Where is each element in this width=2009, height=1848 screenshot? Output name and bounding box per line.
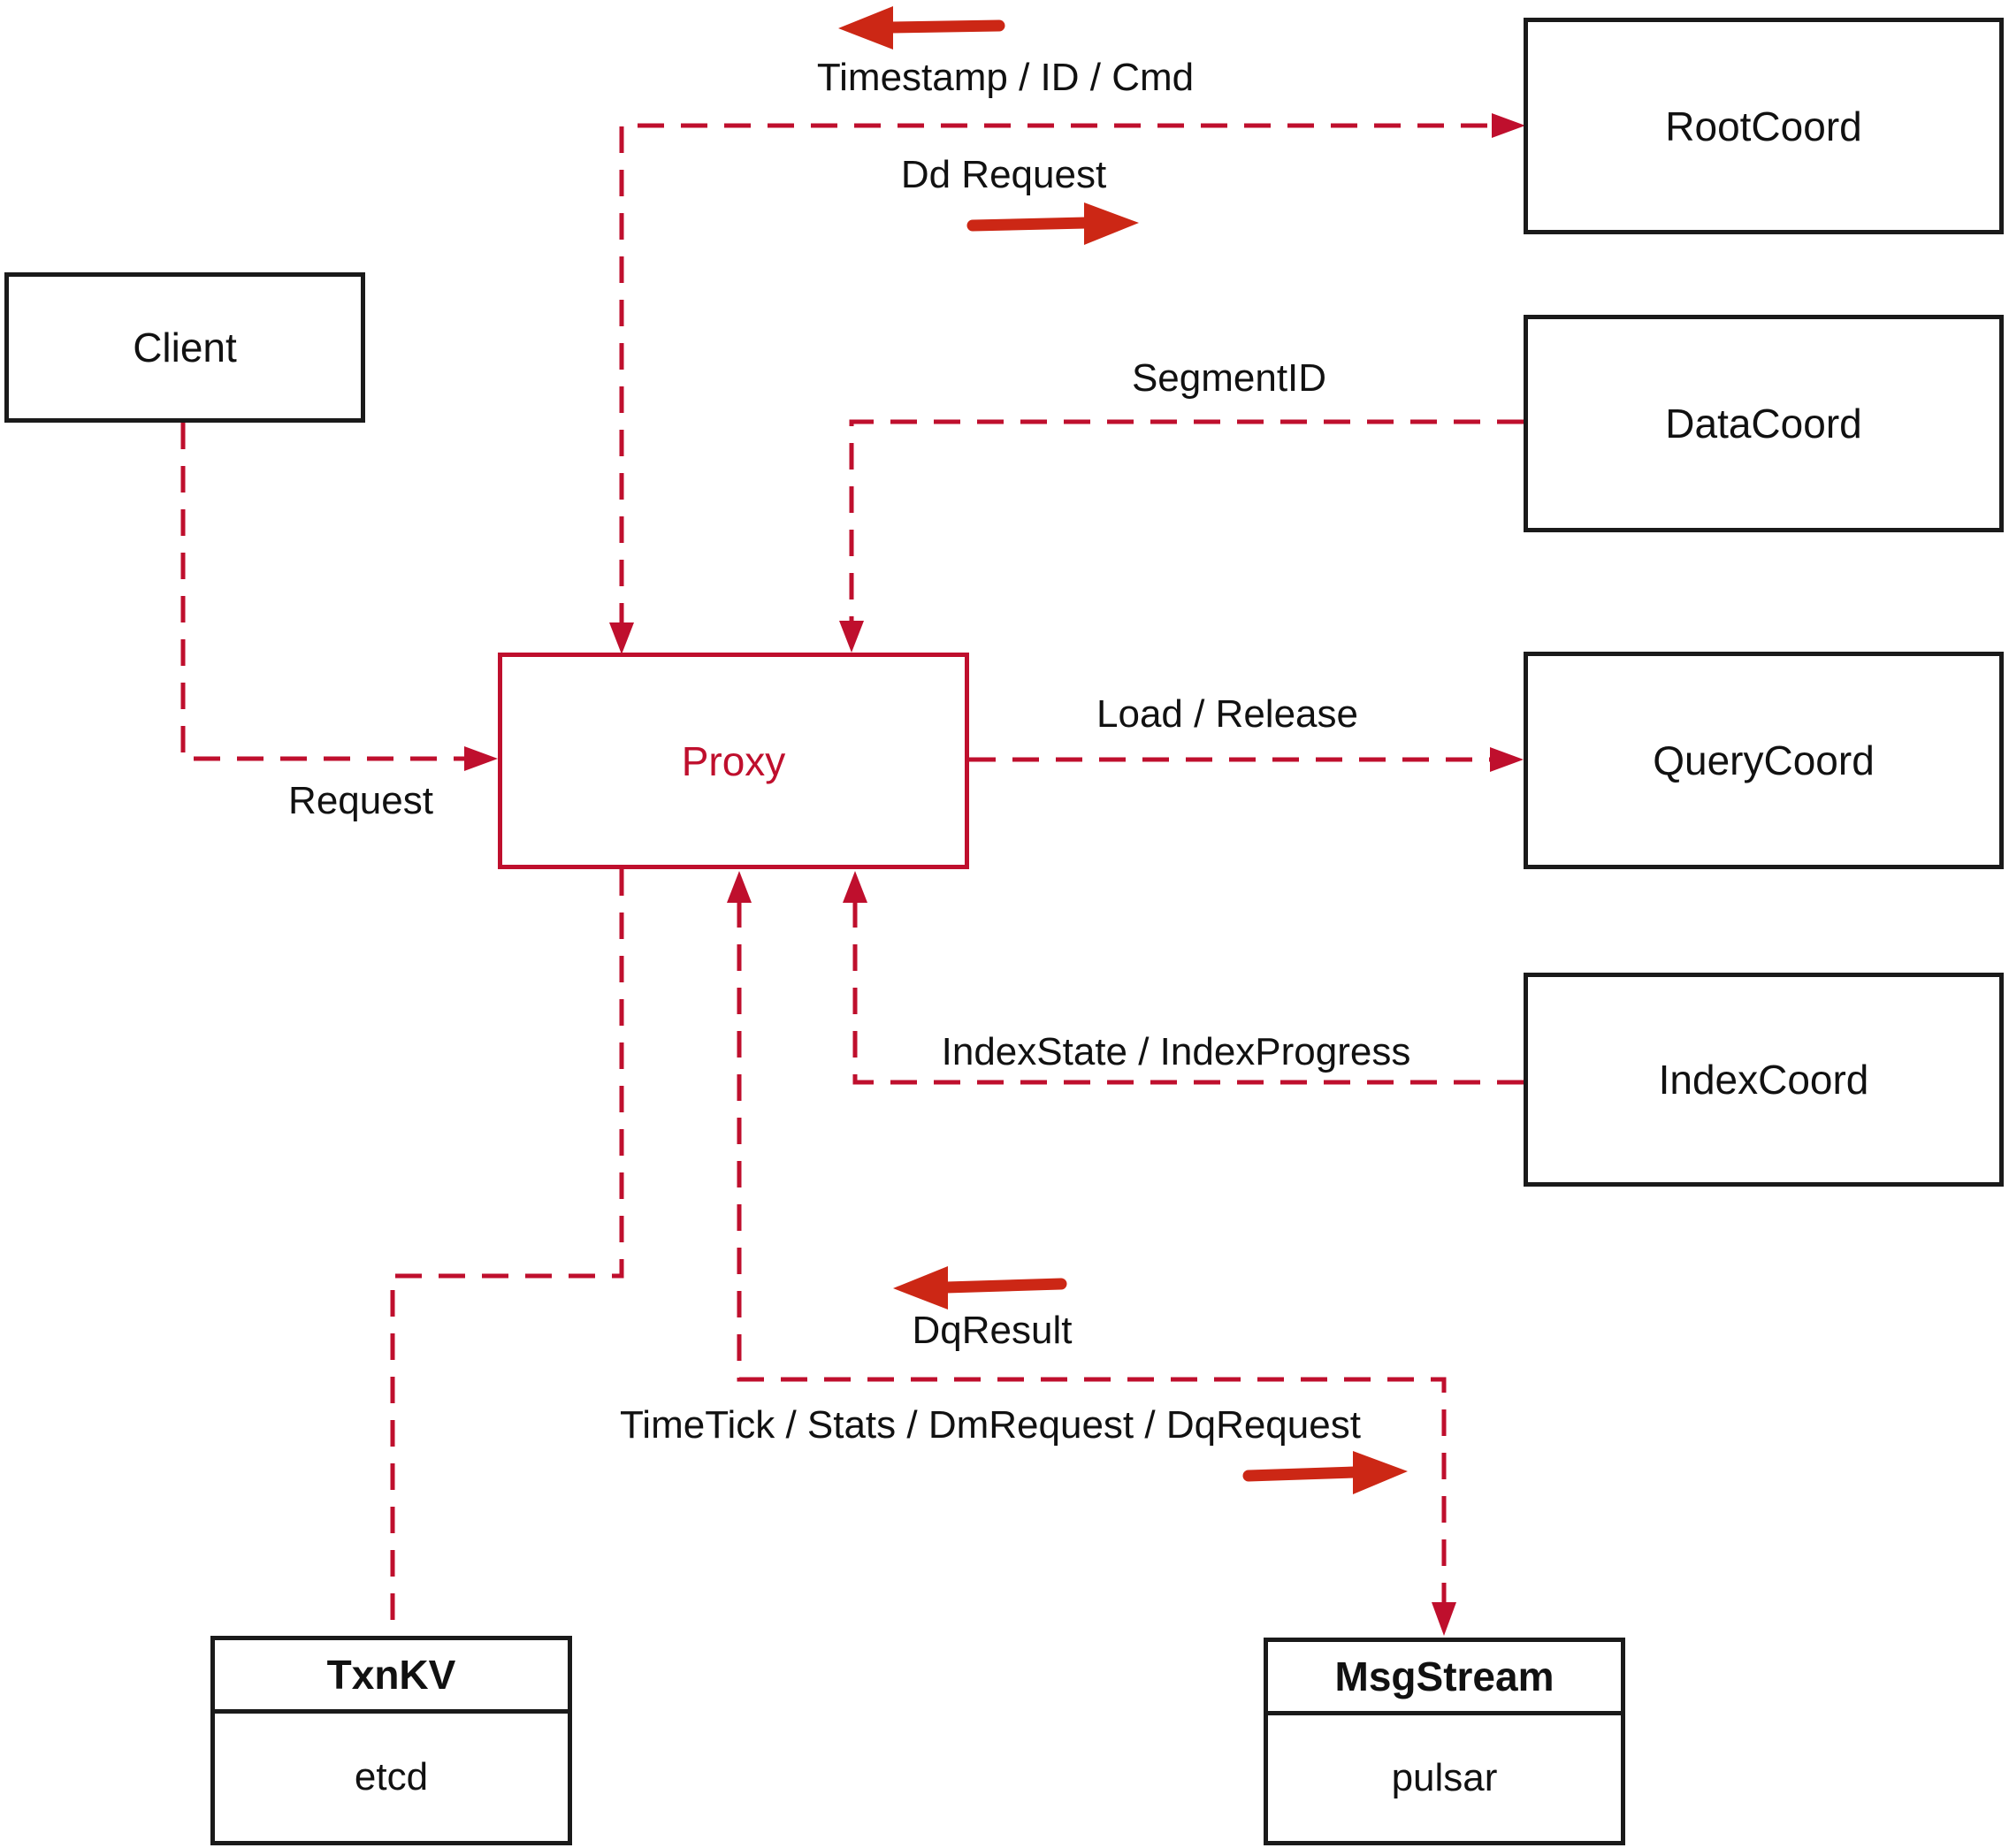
proxy-box: Proxy <box>498 653 969 869</box>
edge-proxy-msgstream <box>737 901 1447 1604</box>
arrowhead-into-proxy-bottom-mid <box>727 871 752 903</box>
edge-label-index-state: IndexState / IndexProgress <box>941 1030 1411 1073</box>
arrowhead-into-proxy-left <box>464 746 498 771</box>
rootcoord-box: RootCoord <box>1524 18 2004 234</box>
edge-label-timestamp: Timestamp / ID / Cmd <box>816 56 1195 99</box>
direction-arrow-right-time-tick <box>1242 1451 1408 1494</box>
edge-label-segment-id: SegmentID <box>1131 356 1327 400</box>
txnkv-title: TxnKV <box>215 1640 568 1714</box>
arrowhead-into-proxy-top-left <box>609 622 634 654</box>
arrowhead-into-proxy-bottom-right <box>843 871 867 903</box>
direction-arrow-left-timestamp <box>838 6 1005 50</box>
rootcoord-label: RootCoord <box>1665 103 1862 149</box>
arrowhead-into-querycoord <box>1490 747 1524 772</box>
edge-indexcoord-proxy <box>852 901 1524 1085</box>
edge-label-dq-result: DqResult <box>912 1309 1073 1352</box>
client-box: Client <box>4 272 365 423</box>
txnkv-subtitle: etcd <box>354 1755 429 1798</box>
msgstream-subtitle: pulsar <box>1391 1756 1498 1799</box>
txnkv-box: TxnKV etcd <box>210 1636 572 1845</box>
indexcoord-box: IndexCoord <box>1524 973 2004 1187</box>
querycoord-box: QueryCoord <box>1524 652 2004 869</box>
arrowhead-into-rootcoord <box>1492 113 1525 138</box>
edge-label-dd-request: Dd Request <box>900 153 1107 196</box>
proxy-label: Proxy <box>681 737 786 784</box>
edge-proxy-rootcoord <box>619 123 1493 630</box>
edge-datacoord-proxy <box>849 419 1524 622</box>
arrowhead-into-proxy-top-right <box>839 621 864 653</box>
datacoord-box: DataCoord <box>1524 315 2004 532</box>
client-label: Client <box>133 325 237 370</box>
msgstream-title: MsgStream <box>1268 1642 1621 1715</box>
edge-label-request: Request <box>288 779 433 822</box>
indexcoord-label: IndexCoord <box>1658 1057 1869 1103</box>
querycoord-label: QueryCoord <box>1653 737 1875 783</box>
msgstream-box: MsgStream pulsar <box>1264 1638 1625 1845</box>
edge-proxy-txnkv <box>390 869 624 1636</box>
edge-client-proxy <box>180 423 466 761</box>
arrowhead-into-msgstream <box>1432 1602 1456 1636</box>
edge-label-time-tick: TimeTick / Stats / DmRequest / DqRequest <box>620 1403 1361 1447</box>
datacoord-label: DataCoord <box>1665 401 1862 447</box>
direction-arrow-left-dq-result <box>893 1266 1067 1310</box>
direction-arrow-right-dd-request <box>966 202 1139 245</box>
edge-label-load-release: Load / Release <box>1096 692 1358 736</box>
